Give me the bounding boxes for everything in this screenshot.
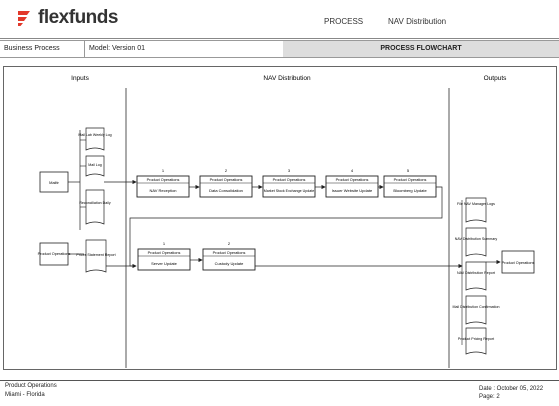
info-bar: Business Process Model: Version 01 PROCE… [0, 40, 559, 58]
process-step-row1-5: 5 Product Operations Bloomberg Update [383, 168, 437, 198]
input-doc-2 [85, 155, 105, 177]
flowchart-frame [3, 66, 557, 370]
step-number: 3 [288, 168, 291, 173]
process-step-row1-2: 2 Product Operations Data Consolidation [199, 168, 253, 198]
step-role: Product Operations [213, 251, 246, 255]
step-task: Data Consolidation [209, 188, 243, 193]
input-doc-2-label: Mail Log [88, 163, 102, 167]
step-role: Product Operations [147, 178, 180, 182]
output-doc-3-label: NAV Distribution Report [457, 271, 495, 275]
footer-department: Product Operations [5, 383, 57, 389]
logo-text: flexfunds [38, 7, 118, 28]
input-doc-1-label: Mail Lab Weekly Log [78, 133, 111, 137]
process-step-row1-1: 1 Product Operations NAV Reception [136, 168, 190, 198]
process-step-row2-2: 2 Product Operations Custody Update [202, 241, 256, 271]
step-number: 4 [351, 168, 354, 173]
page-header [0, 0, 559, 39]
output-doc-3 [465, 261, 487, 291]
process-flowchart-title: PROCESS FLOWCHART [283, 41, 559, 57]
brand-logo: flexfunds [14, 7, 118, 29]
output-doc-4 [465, 295, 487, 325]
step-task: Issuer Website Update [332, 188, 373, 193]
step-task: NAV Reception [149, 188, 176, 193]
input-trigger-mail-label: Mailtr [49, 180, 59, 185]
step-number: 1 [162, 168, 165, 173]
nav-nav-distribution[interactable]: NAV Distribution [388, 17, 447, 26]
output-doc-2 [465, 227, 487, 257]
footer-location: Miami - Florida [5, 392, 45, 398]
output-doc-2-label: NAV Distribution Summary [455, 237, 498, 241]
step-number: 2 [225, 168, 228, 173]
footer-page: Page: 2 [479, 394, 500, 400]
input-doc-4 [85, 239, 107, 273]
output-doc-5 [465, 327, 487, 355]
output-doc-1 [465, 197, 487, 223]
lane-outputs: Outputs [484, 75, 508, 82]
process-step-row1-4: 4 Product Operations Issuer Website Upda… [325, 168, 379, 198]
flexfunds-logo-icon [18, 11, 30, 26]
input-doc-1 [85, 127, 105, 151]
step-task: Market Stock Exchange Update [264, 189, 315, 193]
step-role: Product Operations [273, 178, 306, 182]
business-process-label: Business Process [0, 41, 85, 57]
input-trigger-product-ops-label: Product Operations [38, 252, 71, 256]
lane-inputs: Inputs [71, 75, 89, 82]
input-doc-3-label: Reconciliation Daily [79, 201, 111, 205]
output-target-label: Product Operations [502, 261, 535, 265]
output-doc-5-label: Product Pricing Report [458, 337, 494, 341]
step-task: Bloomberg Update [393, 188, 427, 193]
footer-date: Date : October 05, 2022 [479, 386, 544, 392]
step-role: Product Operations [336, 178, 369, 182]
step-task: Custody Update [215, 261, 244, 266]
output-doc-4-label: Mail Distribution Confirmation [453, 305, 500, 309]
nav-process[interactable]: PROCESS [324, 17, 364, 26]
output-target-product-ops [501, 250, 535, 274]
output-doc-1-label: File NAV Manager Logs [457, 202, 495, 206]
step-number: 2 [228, 241, 231, 246]
step-number: 5 [407, 168, 410, 173]
input-doc-4-label: Prices Statement Report [76, 253, 115, 257]
input-doc-3 [85, 189, 105, 225]
step-task: Server Update [151, 261, 178, 266]
lane-nav-distribution: NAV Distribution [263, 75, 311, 82]
page-footer: Product Operations Miami - Florida Date … [0, 380, 559, 403]
process-step-row1-3: 3 Product Operations Market Stock Exchan… [262, 168, 316, 198]
step-role: Product Operations [148, 251, 181, 255]
step-role: Product Operations [394, 178, 427, 182]
step-number: 1 [163, 241, 166, 246]
process-step-row2-1: 1 Product Operations Server Update [137, 241, 191, 271]
step-role: Product Operations [210, 178, 243, 182]
